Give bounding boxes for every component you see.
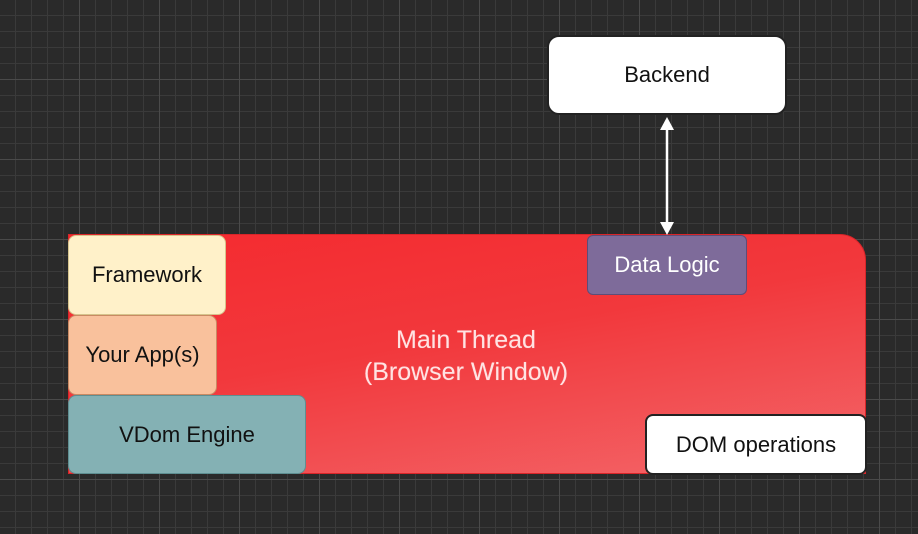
your-app-box: Your App(s)	[68, 315, 217, 395]
framework-box: Framework	[68, 235, 226, 315]
backend-label: Backend	[624, 62, 710, 87]
your-app-label: Your App(s)	[85, 342, 200, 367]
dom-operations-label: DOM operations	[675, 431, 837, 457]
bidirectional-arrow	[660, 117, 674, 235]
framework-label: Framework	[91, 262, 202, 287]
data-logic-label: Data Logic	[614, 252, 720, 277]
backend-box: Backend	[547, 35, 787, 115]
vdom-engine-label: VDom Engine	[119, 421, 255, 447]
vdom-engine-box: VDom Engine	[68, 395, 306, 474]
arrow-head-down	[660, 222, 674, 235]
arrow-head-up	[660, 117, 674, 130]
main-thread-label: Main Thread (Browser Window)	[363, 326, 569, 386]
data-logic-box: Data Logic	[587, 235, 747, 295]
dom-operations-box: DOM operations	[645, 414, 867, 475]
